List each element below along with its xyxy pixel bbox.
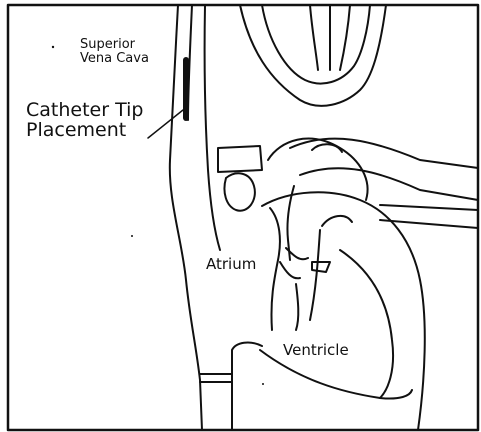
left-ventricle-top xyxy=(322,216,352,226)
vena-cava-right-wall xyxy=(205,5,220,250)
aortic-arch-inner xyxy=(262,5,370,84)
pulmonary-left xyxy=(218,146,262,172)
speck-3 xyxy=(262,383,264,385)
mitral-valve xyxy=(312,262,330,272)
right-atrium-inner xyxy=(270,208,280,330)
catheter-pointer xyxy=(148,110,183,138)
aorta-branch-3 xyxy=(340,5,350,70)
frame-border xyxy=(8,5,478,430)
svc-label-line-1: Superior xyxy=(80,38,149,52)
papillary-line xyxy=(296,284,298,330)
speck-1 xyxy=(52,46,54,48)
catheter-label-line-2: Placement xyxy=(26,121,143,141)
catheter-tip-label: Catheter Tip Placement xyxy=(26,101,143,141)
svc-connection xyxy=(224,173,254,210)
pulmonary-valve xyxy=(312,144,342,152)
catheter-label-line-1: Catheter Tip xyxy=(26,101,143,121)
aorta-branch-1 xyxy=(310,5,318,70)
aortic-arch-outer xyxy=(240,5,386,106)
ventricle-label: Ventricle xyxy=(283,343,349,359)
heart-septum xyxy=(287,186,294,260)
tricuspid-valve xyxy=(280,248,308,278)
pulmonary-right-lower xyxy=(300,168,478,200)
speck-2 xyxy=(131,235,133,237)
ventricle-apex xyxy=(340,250,393,398)
heart-outer-wall xyxy=(262,192,425,430)
superior-vena-cava-label: Superior Vena Cava xyxy=(80,38,149,65)
pulmonary-right xyxy=(290,139,478,168)
svc-label-line-2: Vena Cava xyxy=(80,52,149,66)
ventricle-septum xyxy=(310,230,320,320)
inferior-vena-cava xyxy=(232,343,262,430)
atrium-label: Atrium xyxy=(206,257,256,273)
